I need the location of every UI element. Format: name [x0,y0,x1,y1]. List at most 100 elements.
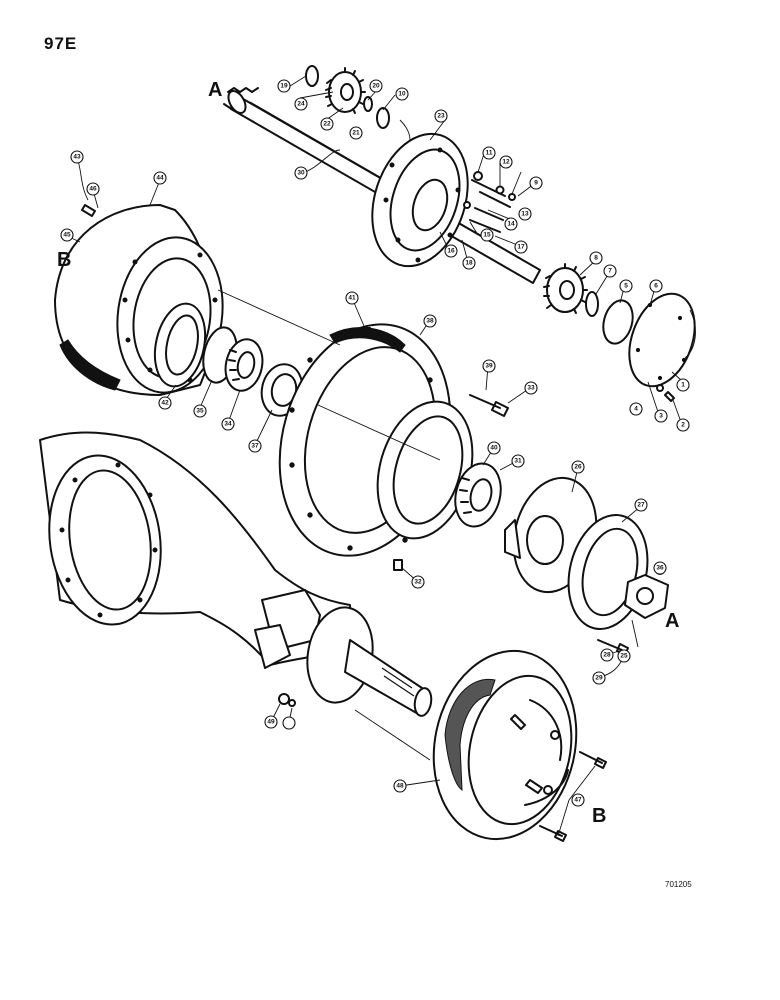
callout: 1 [676,378,690,392]
callout: 42 [158,396,172,410]
callout: 43 [70,150,84,164]
bolt-46b [539,825,567,842]
callout: 14 [504,217,518,231]
callout: 30 [294,166,308,180]
svg-text:44: 44 [156,175,164,182]
callout: 11 [482,146,496,160]
callout: 40 [487,441,501,455]
ref-letter-a-top: A [208,79,222,101]
svg-text:2: 2 [681,422,685,429]
washer-3 [656,384,664,392]
sun-gear-top [325,67,366,114]
callout: 7 [603,264,617,278]
svg-text:45: 45 [63,232,71,239]
callout: 37 [248,439,262,453]
callout: 8 [589,251,603,265]
spider-nut-assembly [624,565,669,619]
brake-assembly [432,649,578,841]
callout: 17 [514,240,528,254]
nut-40 [361,327,371,337]
drawing-number: 701205 [665,880,692,889]
callout: 25 [617,649,631,663]
svg-text:41: 41 [348,295,356,302]
callout: 13 [518,207,532,221]
bolt-2 [664,391,675,402]
callout: 41 [345,291,359,305]
stud-33 [469,394,509,417]
callout: 48 [393,779,407,793]
ring-7 [585,291,599,317]
page-number: 97E [44,34,78,53]
svg-text:11: 11 [486,150,493,157]
svg-text:14: 14 [507,221,515,228]
svg-text:6: 6 [654,283,658,290]
svg-text:47: 47 [574,797,582,804]
svg-text:22: 22 [323,121,331,128]
bolt-46a [579,751,607,769]
callout [282,716,296,730]
callout: 36 [653,561,667,575]
bolt-42 [81,204,96,217]
svg-text:7: 7 [608,268,612,275]
svg-text:30: 30 [297,170,305,177]
svg-text:4: 4 [634,406,638,413]
svg-text:15: 15 [483,232,491,239]
sun-gear-bottom [543,263,588,314]
svg-text:49: 49 [267,719,275,726]
svg-text:42: 42 [161,400,169,407]
svg-text:29: 29 [595,675,603,682]
svg-text:23: 23 [437,113,445,120]
callout: 33 [524,381,538,395]
callout: 10 [395,87,409,101]
svg-text:18: 18 [465,260,473,267]
callout: 24 [294,97,308,111]
ring-21 [363,96,373,112]
callout: 29 [592,671,606,685]
carrier-flange [371,132,469,268]
svg-text:36: 36 [656,565,664,572]
svg-text:34: 34 [224,421,232,428]
svg-text:5: 5 [624,283,628,290]
svg-text:39: 39 [485,363,493,370]
svg-text:43: 43 [73,154,81,161]
carrier-pins [463,171,516,233]
svg-text:20: 20 [372,83,380,90]
spindle [306,606,433,717]
svg-text:12: 12 [502,159,510,166]
ref-letter-a-bottom: A [665,610,679,632]
svg-text:26: 26 [574,464,582,471]
washer-49 [288,699,296,707]
svg-text:19: 19 [280,83,288,90]
nut-48 [278,693,290,705]
callout: 23 [434,109,448,123]
svg-text:35: 35 [196,408,204,415]
callout: 46 [86,182,100,196]
svg-text:46: 46 [89,186,97,193]
callout: 47 [571,793,585,807]
svg-text:27: 27 [637,502,645,509]
callout: 45 [60,228,74,242]
svg-text:1: 1 [681,382,685,389]
callout: 27 [634,498,648,512]
callout: 19 [277,79,291,93]
plug-32 [393,559,403,571]
axle-housing [39,431,353,669]
svg-text:32: 32 [414,579,422,586]
svg-text:10: 10 [398,91,406,98]
svg-text:3: 3 [659,413,663,420]
callout: 20 [369,79,383,93]
svg-text:17: 17 [517,244,525,251]
svg-text:16: 16 [447,248,455,255]
callout: 3 [654,409,668,423]
svg-text:40: 40 [490,445,498,452]
svg-text:33: 33 [527,385,535,392]
callout: 4 [629,402,643,416]
callout: 2 [676,418,690,432]
ref-letter-b-bottom: B [592,805,606,827]
callout: 28 [600,648,614,662]
svg-text:31: 31 [514,458,522,465]
callout: 34 [221,417,235,431]
callout: 6 [649,279,663,293]
callout: 12 [499,155,513,169]
